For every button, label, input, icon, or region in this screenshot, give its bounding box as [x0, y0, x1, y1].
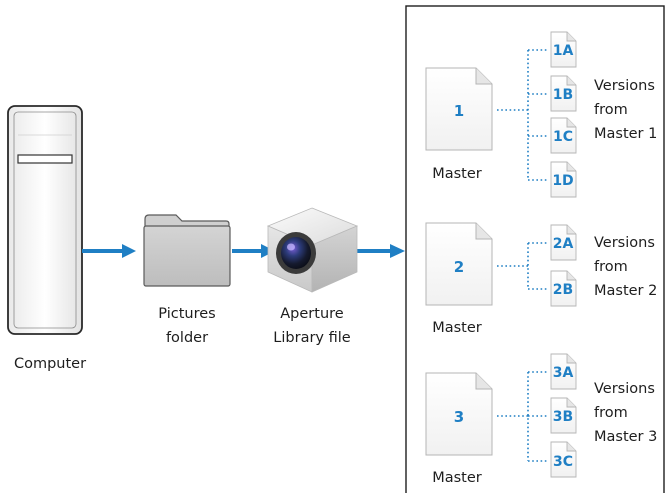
version-doc-3c: 3C: [550, 441, 577, 478]
arrow-computer-to-folder: [82, 244, 136, 258]
version-connector: [497, 242, 549, 290]
computer-tower-icon: [7, 105, 83, 335]
master-group-3: 3 Master 3A 3B 3C Versions from Master 3: [425, 353, 657, 486]
versions-label-line2: from: [594, 405, 628, 421]
master-number: 3: [454, 408, 464, 426]
version-label: 3A: [553, 365, 574, 381]
version-doc-3a: 3A: [550, 353, 577, 390]
master-label: Master: [432, 320, 482, 336]
master-document-icon: [425, 222, 493, 306]
version-doc-1a: 1A: [550, 31, 577, 68]
versions-label-line2: from: [594, 102, 628, 118]
master-label: Master: [432, 470, 482, 486]
version-doc-2b: 2B: [550, 270, 577, 307]
version-doc-1d: 1D: [550, 161, 577, 198]
versions-label-line1: Versions: [594, 381, 655, 397]
folder-icon: [143, 214, 231, 287]
version-label: 1B: [553, 87, 573, 103]
versions-label-line1: Versions: [594, 78, 655, 94]
version-label: 3B: [553, 409, 573, 425]
folder-label-line1: Pictures: [158, 306, 215, 322]
master-document-icon: [425, 372, 493, 456]
arrow-library-to-masters: [354, 244, 405, 258]
master-group-1: 1 Master 1A 1B 1C 1D Versions from Maste…: [425, 31, 657, 198]
version-label: 2A: [553, 236, 574, 252]
versions-label-line3: Master 3: [594, 429, 657, 445]
versions-label-line1: Versions: [594, 235, 655, 251]
master-number: 1: [454, 102, 464, 120]
master-document-icon: [425, 67, 493, 151]
version-label: 1D: [552, 173, 573, 189]
version-doc-2a: 2A: [550, 224, 577, 261]
master-group-2: 2 Master 2A 2B Versions from Master 2: [425, 222, 657, 336]
version-doc-1b: 1B: [550, 75, 577, 112]
computer-label: Computer: [14, 356, 86, 372]
folder-label-line2: folder: [166, 330, 208, 346]
version-doc-3b: 3B: [550, 397, 577, 434]
version-connector: [497, 371, 549, 462]
aperture-library-icon: [266, 207, 359, 293]
version-label: 2B: [553, 282, 573, 298]
library-label-line1: Aperture: [280, 306, 344, 322]
version-label: 3C: [553, 454, 573, 470]
version-label: 1A: [553, 43, 574, 59]
version-label: 1C: [553, 129, 573, 145]
versions-label-line2: from: [594, 259, 628, 275]
version-doc-1c: 1C: [550, 117, 577, 154]
versions-label-line3: Master 2: [594, 283, 657, 299]
library-label-line2: Library file: [273, 330, 350, 346]
master-number: 2: [454, 258, 464, 276]
versions-label-line3: Master 1: [594, 126, 657, 142]
master-label: Master: [432, 166, 482, 182]
